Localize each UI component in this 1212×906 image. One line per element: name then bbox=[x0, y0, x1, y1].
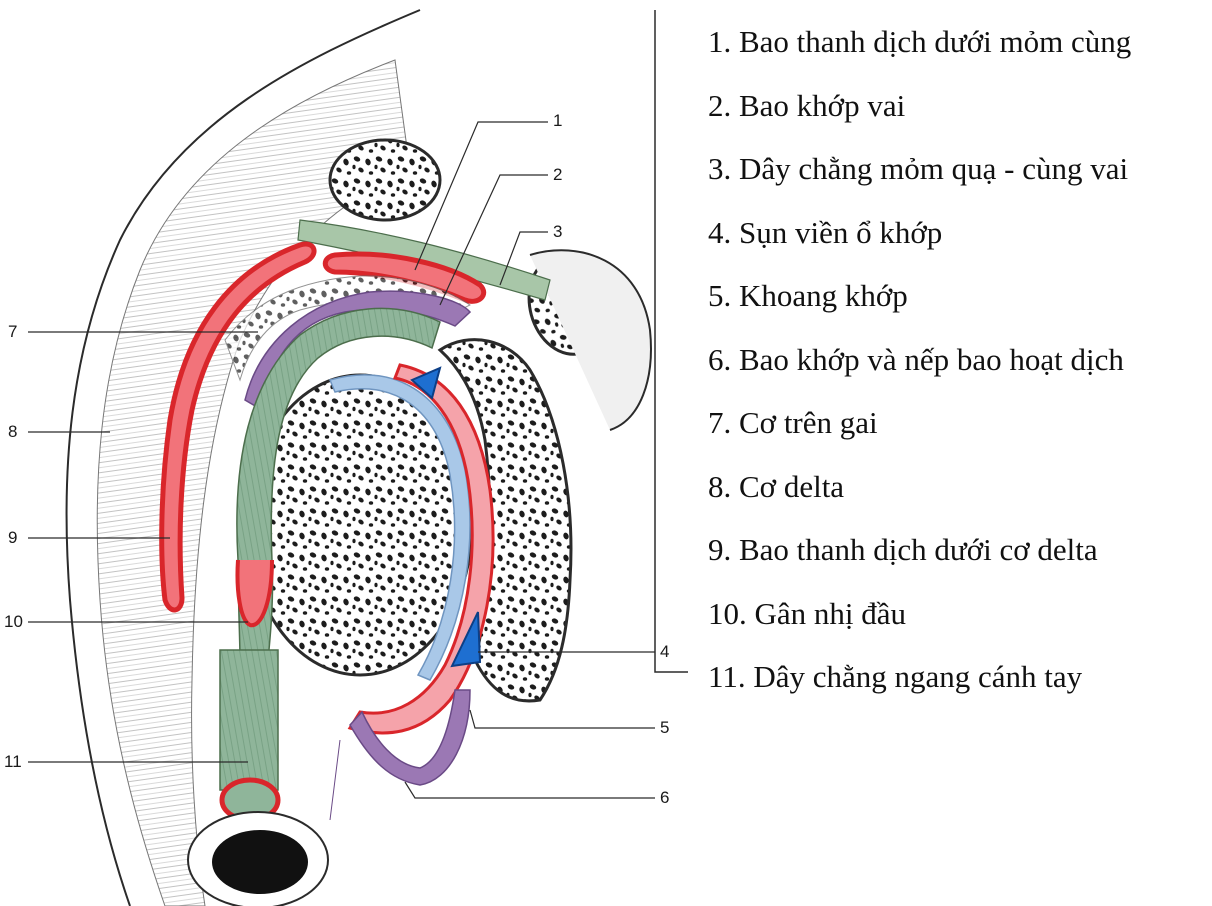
legend-item-5: 5. Khoang khớp bbox=[708, 264, 1208, 328]
legend-item-4: 4. Sụn viền ổ khớp bbox=[708, 201, 1208, 265]
legend-item-11: 11. Dây chằng ngang cánh tay bbox=[708, 645, 1208, 709]
legend-item-7: 7. Cơ trên gai bbox=[708, 391, 1208, 455]
callout-2: 2 bbox=[553, 165, 562, 184]
legend-item-2: 2. Bao khớp vai bbox=[708, 74, 1208, 138]
callout-7: 7 bbox=[8, 322, 17, 341]
legend-item-8: 8. Cơ delta bbox=[708, 455, 1208, 519]
callout-3: 3 bbox=[553, 222, 562, 241]
callout-8: 8 bbox=[8, 422, 17, 441]
legend-item-6: 6. Bao khớp và nếp bao hoạt dịch bbox=[708, 328, 1208, 392]
leader-line-6 bbox=[405, 782, 655, 798]
acromion-bone bbox=[330, 140, 440, 220]
capsule-hatch bbox=[330, 740, 340, 820]
callout-5: 5 bbox=[660, 718, 669, 737]
leader-line-5 bbox=[470, 710, 655, 728]
callout-9: 9 bbox=[8, 528, 17, 547]
legend-item-9: 9. Bao thanh dịch dưới cơ delta bbox=[708, 518, 1208, 582]
right-body-outline bbox=[655, 10, 688, 672]
legend-item-3: 3. Dây chằng mỏm quạ - cùng vai bbox=[708, 137, 1208, 201]
callout-6: 6 bbox=[660, 788, 669, 807]
callout-4: 4 bbox=[660, 642, 669, 661]
callout-10: 10 bbox=[4, 612, 23, 631]
legend-item-1: 1. Bao thanh dịch dưới mỏm cùng bbox=[708, 10, 1208, 74]
medullary-cavity bbox=[212, 830, 308, 894]
callout-11: 11 bbox=[4, 752, 22, 771]
legend-item-10: 10. Gân nhị đầu bbox=[708, 582, 1208, 646]
legend: 1. Bao thanh dịch dưới mỏm cùng 2. Bao k… bbox=[708, 10, 1208, 709]
biceps-tendon-sheath-lower bbox=[220, 650, 278, 790]
callout-1: 1 bbox=[553, 111, 562, 130]
